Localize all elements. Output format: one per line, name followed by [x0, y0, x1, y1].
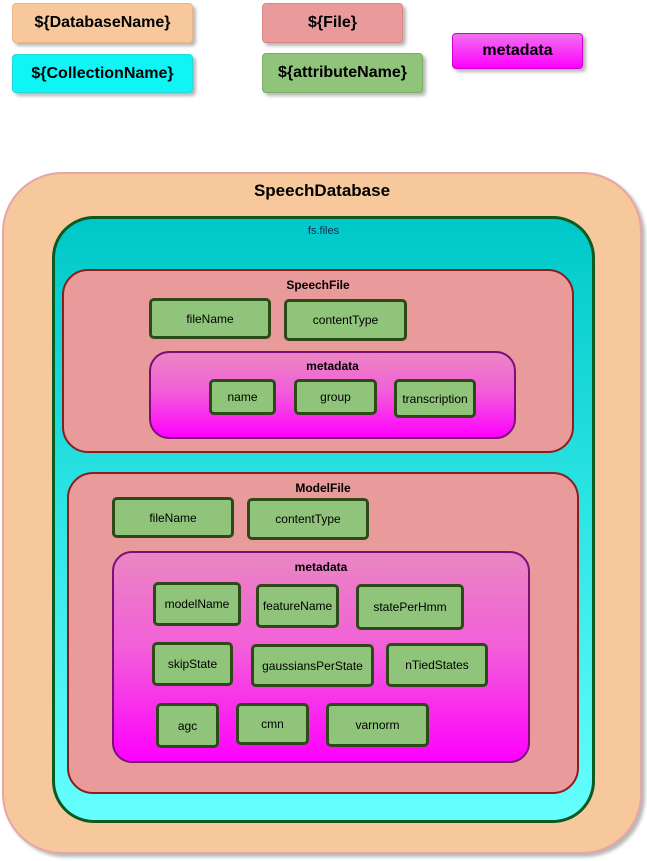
database-name: SpeechDatabase — [253, 181, 391, 200]
attribute-gaussiansperstate: gaussiansPerState — [251, 644, 374, 687]
attribute-stateperhmm: statePerHmm — [356, 584, 464, 630]
legend-metadata: metadata — [452, 33, 583, 69]
attribute-modelname: modelName — [153, 582, 241, 626]
model-metadata-name: metadata — [294, 560, 348, 574]
legend-file: ${File} — [262, 3, 403, 43]
speech-metadata-name: metadata — [306, 359, 359, 373]
attribute-transcription: transcription — [394, 379, 476, 418]
speech-file-name: SpeechFile — [286, 278, 350, 292]
attribute-contenttype: contentType — [284, 299, 407, 341]
attribute-contenttype: contentType — [247, 498, 369, 540]
attribute-featurename: featureName — [256, 584, 339, 628]
model-file-name: ModelFile — [295, 481, 351, 495]
attribute-agc: agc — [156, 703, 219, 748]
attribute-ntiedstates: nTiedStates — [386, 643, 488, 687]
attribute-skipstate: skipState — [152, 642, 233, 686]
attribute-filename: fileName — [112, 497, 234, 538]
collection-name: fs.files — [307, 225, 340, 237]
legend-attribute: ${attributeName} — [262, 53, 423, 93]
attribute-varnorm: varnorm — [326, 703, 429, 747]
attribute-filename: fileName — [149, 298, 271, 339]
attribute-cmn: cmn — [236, 703, 309, 745]
legend-collection: ${CollectionName} — [12, 54, 193, 93]
attribute-group: group — [294, 379, 377, 415]
legend-database: ${DatabaseName} — [12, 3, 193, 43]
attribute-name: name — [209, 379, 276, 415]
